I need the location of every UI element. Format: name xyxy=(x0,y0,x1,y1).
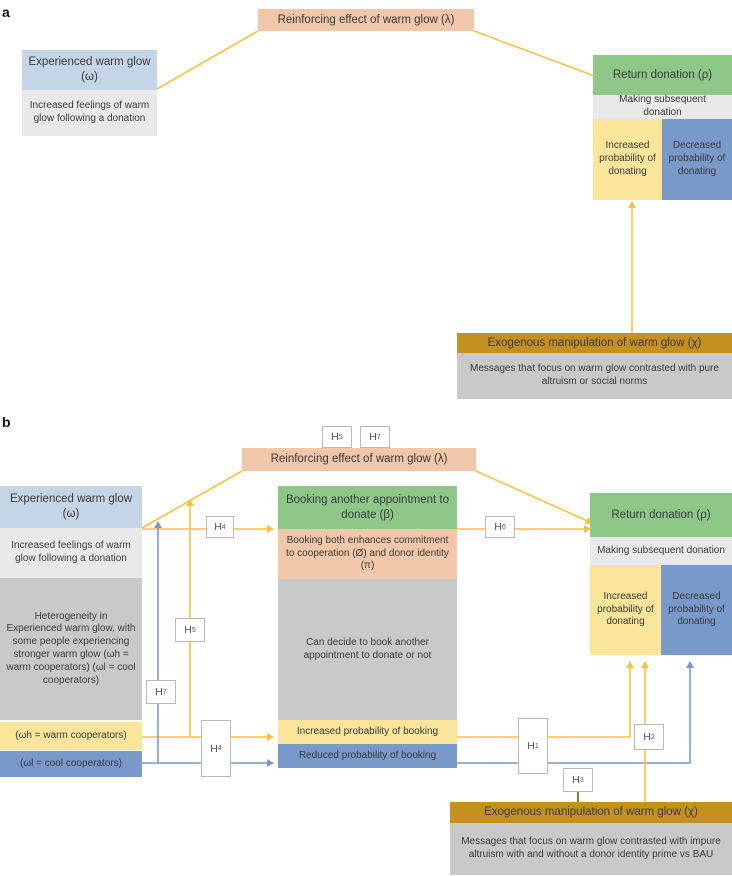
b-return-title: Return donation (ρ) xyxy=(590,493,732,537)
b-reinforcing-to-return xyxy=(475,470,593,525)
b-decreased-box: Decreased probability of donating xyxy=(661,565,732,655)
panel-a-letter: a xyxy=(2,4,10,20)
b-booking-increased-to-return xyxy=(457,661,634,738)
a-reinforcing-box: Reinforcing effect of warm glow (λ) xyxy=(258,9,474,31)
b-experienced-desc: Increased feelings of warm glow followin… xyxy=(0,528,142,578)
b-booking-increased: Increased probability of booking xyxy=(278,720,457,744)
a-experienced-to-reinforcing xyxy=(156,30,259,90)
b-warm-cooperators: (ωh = warm cooperators) xyxy=(0,722,142,750)
a-return-title: Return donation (ρ) xyxy=(593,55,732,95)
b-return-sub: Making subsequent donation xyxy=(590,537,732,565)
b-exo-title: Exogenous manipulation of warm glow (χ) xyxy=(450,802,732,823)
a-experienced-title: Experienced warm glow (ω) xyxy=(22,50,157,90)
b-reinforcing-box: Reinforcing effect of warm glow (λ) xyxy=(242,448,476,471)
a-exo-desc: Messages that focus on warm glow contras… xyxy=(457,353,732,399)
b-cool-cooperators: (ωl = cool cooperators) xyxy=(0,751,142,777)
b-booking-reduced: Reduced probability of booking xyxy=(278,744,457,768)
b-booking-commitment: Booking both enhances commitment to coop… xyxy=(278,529,457,579)
a-reinforcing-to-return xyxy=(473,30,601,80)
a-decreased-box: Decreased probability of donating xyxy=(662,119,732,200)
b-experienced-title: Experienced warm glow (ω) xyxy=(0,486,142,528)
b-booking-decide: Can decide to book another appointment t… xyxy=(278,579,457,720)
a-increased-box: Increased probability of donating xyxy=(593,119,662,200)
panel-a-arrows xyxy=(156,30,636,333)
b-heterogeneity-box: Heterogeneity in Experienced warm glow, … xyxy=(0,578,142,720)
a-experienced-desc: Increased feelings of warm glow followin… xyxy=(22,90,157,136)
b-increased-box: Increased probability of donating xyxy=(590,565,661,655)
b-booking-title: Booking another appointment to donate (β… xyxy=(278,486,457,529)
panel-b-letter: b xyxy=(2,414,11,430)
a-exo-title: Exogenous manipulation of warm glow (χ) xyxy=(457,333,732,353)
b-exo-desc: Messages that focus on warm glow contras… xyxy=(450,823,732,875)
a-return-sub: Making subsequent donation xyxy=(593,94,732,119)
